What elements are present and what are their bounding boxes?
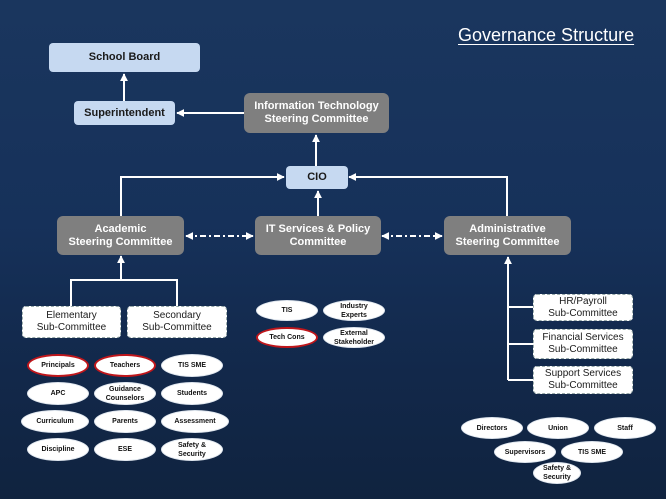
academic-stakeholder-label: ESE: [117, 446, 132, 453]
hr-payroll-subcommittee-box: HR/Payroll Sub-Committee: [533, 294, 633, 321]
academic-stakeholder-label: Discipline: [41, 446, 75, 453]
admin-stakeholder-oval: Directors: [461, 417, 523, 439]
secondary-subcommittee-label: Secondary Sub-Committee: [142, 310, 212, 333]
it-services-policy-committee-label: IT Services & Policy Committee: [265, 222, 371, 248]
academic-stakeholder-label: Safety & Security: [177, 441, 206, 458]
support-services-subcommittee-label: Support Services Sub-Committee: [544, 368, 622, 391]
admin-stakeholder-oval: Staff: [594, 417, 656, 439]
arrow-academic-to-cio: [120, 173, 285, 216]
academic-stakeholder-label: Curriculum: [36, 418, 74, 425]
it-stakeholder-label: Tech Cons: [269, 334, 305, 341]
academic-stakeholder-oval: Teachers: [94, 354, 156, 377]
academic-stakeholder-label: Principals: [41, 362, 75, 369]
it-stakeholder-oval: Tech Cons: [256, 327, 318, 348]
admin-stakeholder-oval: Supervisors: [494, 441, 556, 463]
admin-stakeholder-label: TIS SME: [577, 448, 606, 456]
secondary-subcommittee-box: Secondary Sub-Committee: [127, 306, 227, 338]
admin-stakeholder-label: Union: [548, 424, 568, 432]
page-title: Governance Structure: [458, 25, 635, 45]
arrow-admin-to-cio: [348, 173, 508, 216]
it-stakeholder-oval: Industry Experts: [323, 300, 385, 321]
hr-payroll-subcommittee-label: HR/Payroll Sub-Committee: [548, 295, 618, 319]
admin-stakeholder-label: Safety & Security: [542, 465, 571, 481]
admin-stakeholder-label: Directors: [476, 424, 508, 432]
superintendent-box: Superintendent: [74, 101, 175, 125]
school-board-box: School Board: [49, 43, 200, 72]
it-services-policy-committee-box: IT Services & Policy Committee: [255, 216, 381, 255]
academic-stakeholder-oval: Guidance Counselors: [94, 382, 156, 405]
academic-stakeholder-oval: Curriculum: [21, 410, 89, 433]
connector-elementary: [70, 279, 178, 306]
it-steering-committee-box: Information Technology Steering Committe…: [244, 93, 389, 133]
admin-stakeholder-oval: TIS SME: [561, 441, 623, 463]
elementary-subcommittee-box: Elementary Sub-Committee: [22, 306, 121, 338]
academic-stakeholder-label: Guidance Counselors: [105, 385, 145, 402]
academic-stakeholder-oval: ESE: [94, 438, 156, 461]
financial-services-subcommittee-label: Financial Services Sub-Committee: [542, 332, 624, 355]
academic-stakeholder-oval: Safety & Security: [161, 438, 223, 461]
it-stakeholder-oval: External Stakeholder: [323, 327, 385, 348]
it-stakeholder-label: Industry Experts: [340, 302, 368, 319]
administrative-steering-committee-box: Administrative Steering Committee: [444, 216, 571, 255]
academic-stakeholder-oval: TIS SME: [161, 354, 223, 377]
academic-steering-committee-box: Academic Steering Committee: [57, 216, 184, 255]
it-stakeholder-oval: TIS: [256, 300, 318, 321]
academic-stakeholder-label: Teachers: [109, 362, 141, 369]
academic-stakeholder-oval: Students: [161, 382, 223, 405]
superintendent-label: Superintendent: [84, 106, 165, 119]
academic-stakeholder-label: Parents: [112, 418, 138, 425]
it-stakeholder-label: TIS: [281, 307, 293, 314]
academic-stakeholder-oval: APC: [27, 382, 89, 405]
it-stakeholder-label: External Stakeholder: [333, 329, 375, 346]
academic-stakeholder-label: Assessment: [174, 418, 216, 425]
academic-stakeholder-oval: Assessment: [161, 410, 229, 433]
academic-stakeholder-oval: Parents: [94, 410, 156, 433]
academic-stakeholder-label: APC: [50, 390, 66, 397]
admin-stakeholder-oval: Safety & Security: [533, 462, 581, 484]
cio-box: CIO: [286, 166, 348, 189]
administrative-steering-committee-label: Administrative Steering Committee: [455, 222, 560, 248]
financial-services-subcommittee-box: Financial Services Sub-Committee: [533, 329, 633, 359]
academic-steering-committee-label: Academic Steering Committee: [68, 222, 173, 248]
it-steering-committee-label: Information Technology Steering Committe…: [254, 100, 379, 125]
admin-stakeholder-oval: Union: [527, 417, 589, 439]
academic-stakeholder-oval: Principals: [27, 354, 89, 377]
admin-stakeholder-label: Staff: [617, 424, 633, 432]
school-board-label: School Board: [88, 51, 161, 63]
admin-stakeholder-label: Supervisors: [504, 448, 546, 456]
academic-stakeholder-label: TIS SME: [177, 362, 206, 369]
academic-stakeholder-label: Students: [177, 390, 207, 397]
elementary-subcommittee-label: Elementary Sub-Committee: [36, 310, 107, 333]
support-services-subcommittee-box: Support Services Sub-Committee: [533, 366, 633, 394]
academic-stakeholder-oval: Discipline: [27, 438, 89, 461]
cio-label: CIO: [307, 171, 327, 183]
